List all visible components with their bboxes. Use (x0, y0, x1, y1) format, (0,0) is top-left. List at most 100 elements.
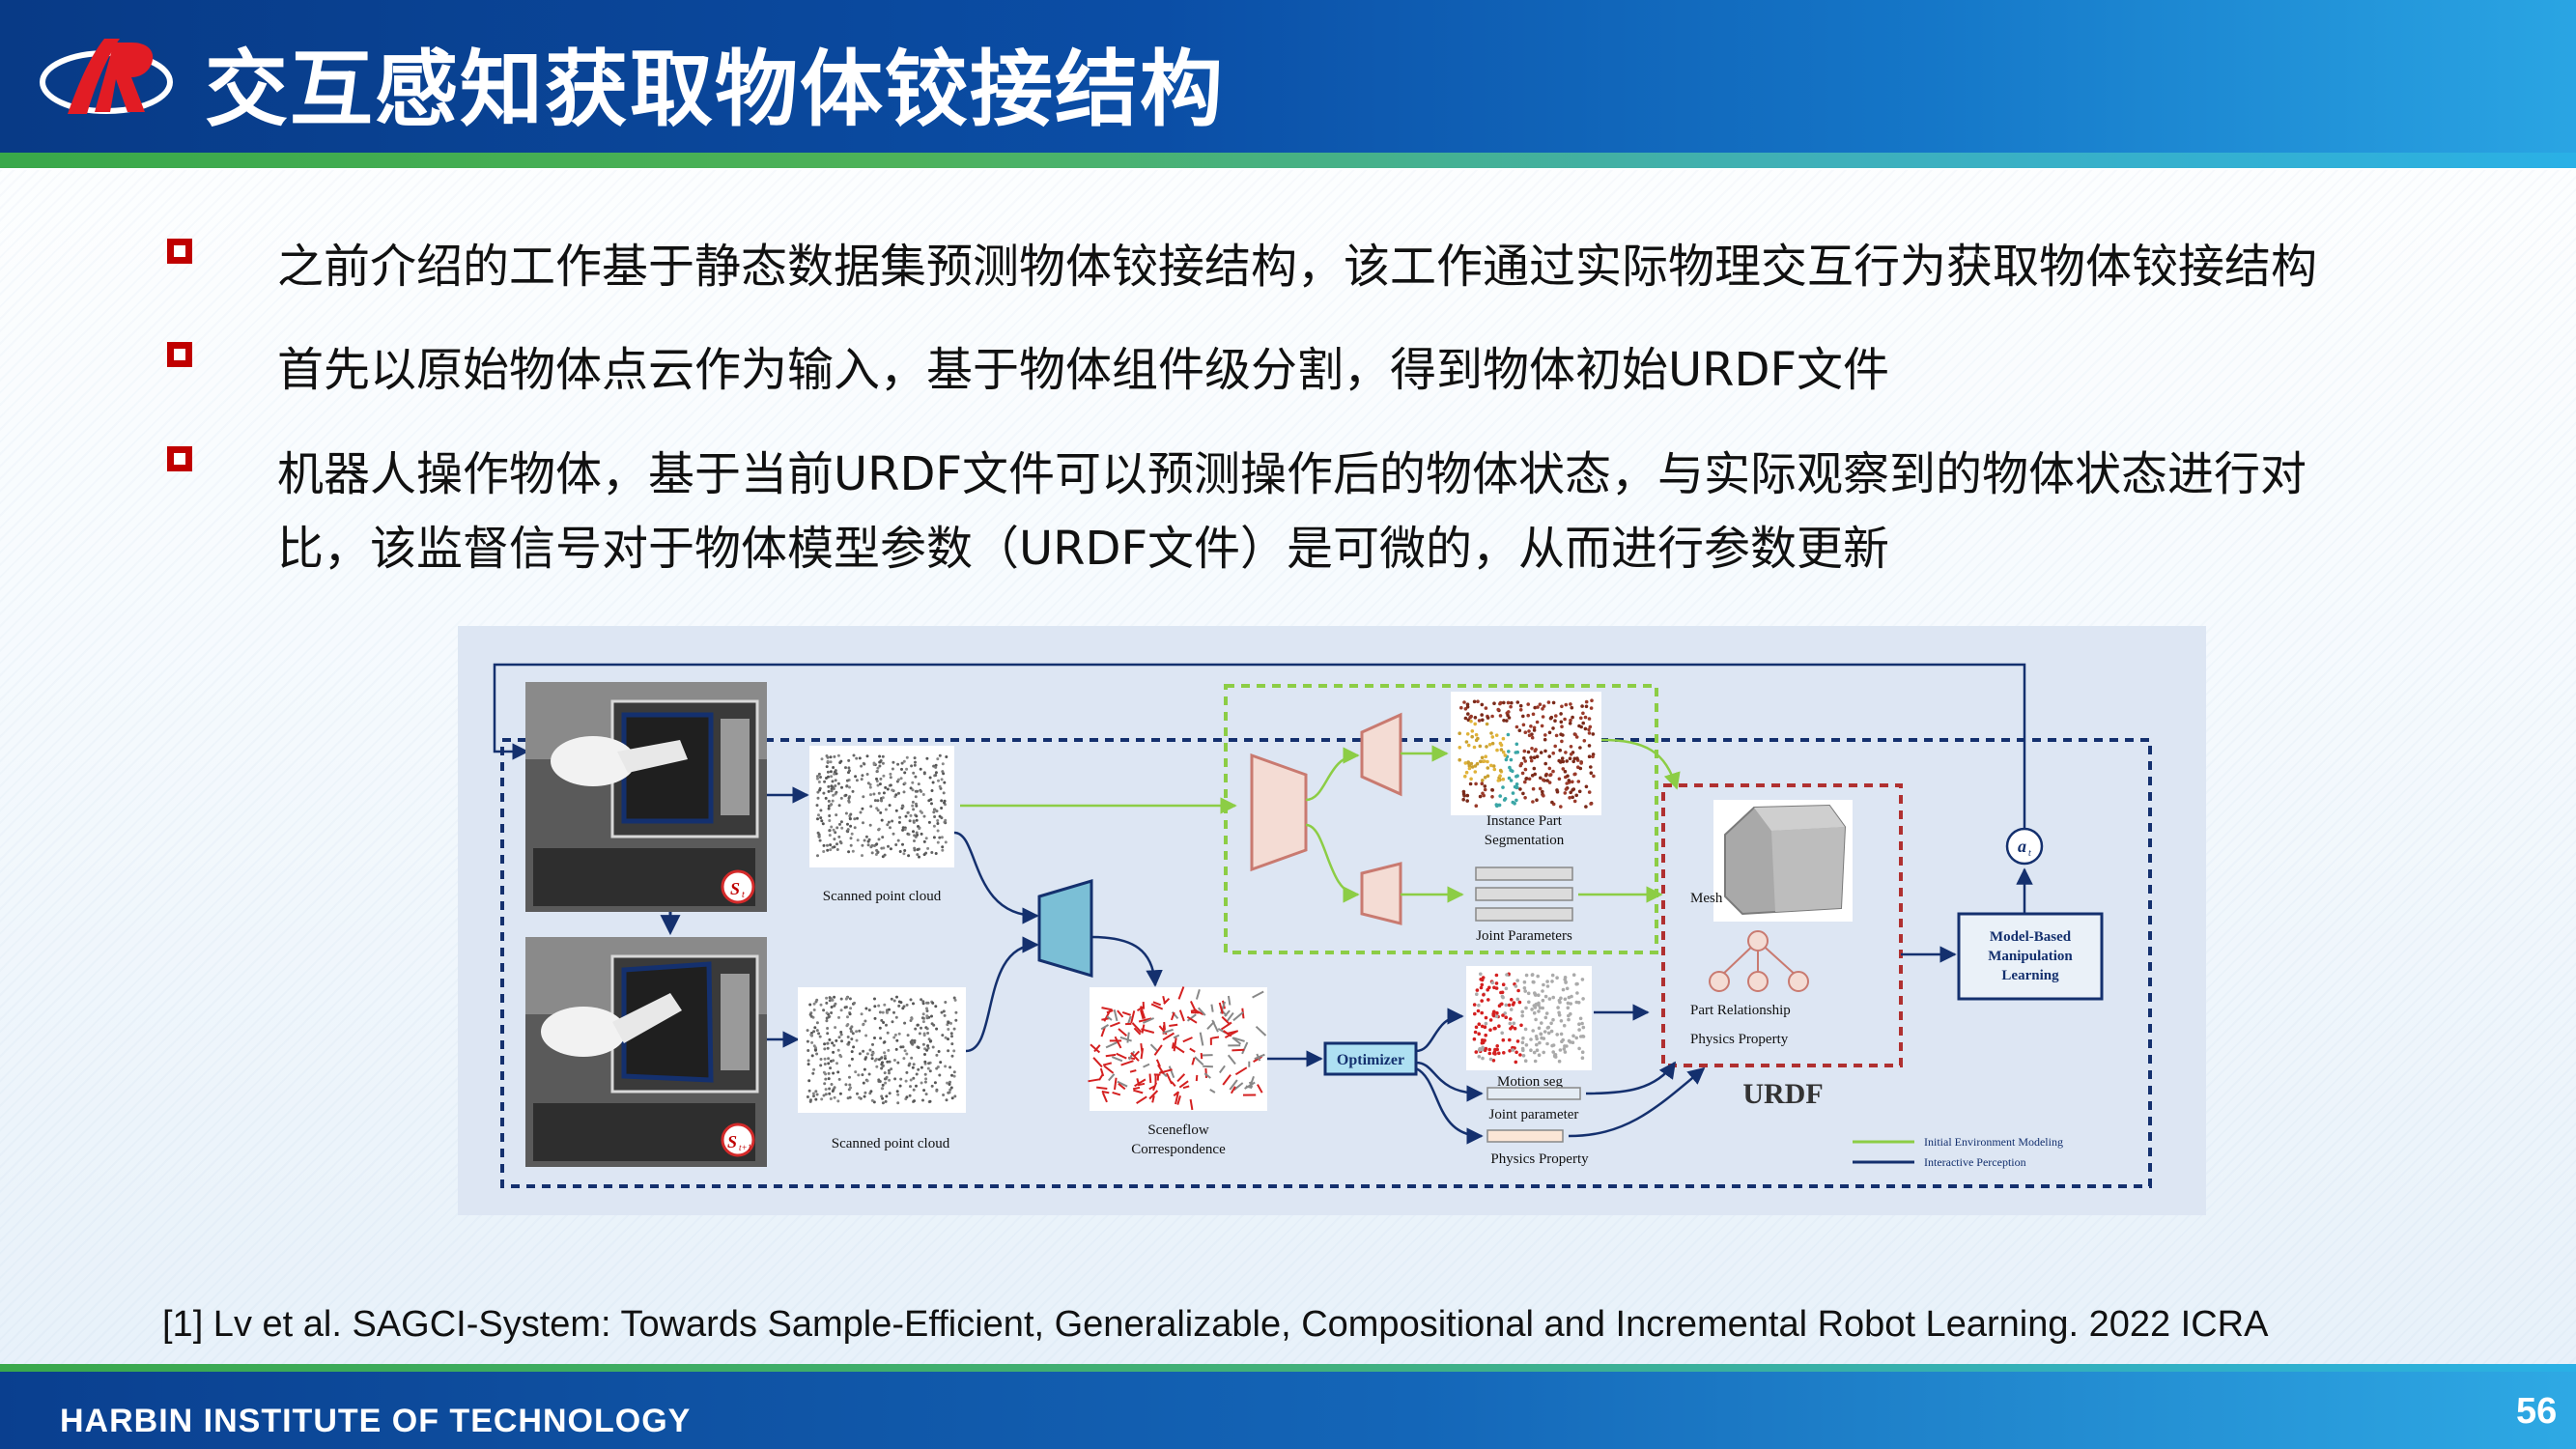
flow-vector (1234, 1066, 1248, 1076)
point (1480, 1038, 1485, 1042)
point (917, 782, 920, 786)
point (845, 784, 849, 788)
point (1571, 787, 1576, 791)
point (1517, 728, 1522, 732)
point (823, 1063, 827, 1065)
point (1515, 700, 1520, 704)
flow-vector (1165, 1072, 1174, 1085)
point (889, 826, 892, 830)
point (927, 1062, 931, 1065)
flow-vector (1232, 1037, 1245, 1042)
point (1480, 713, 1484, 717)
point (892, 1036, 896, 1039)
point (907, 854, 911, 858)
point (1580, 978, 1585, 981)
point (1509, 757, 1514, 762)
point (810, 1040, 814, 1044)
point (1478, 744, 1483, 749)
point (922, 772, 926, 776)
flow-vector (1218, 1065, 1226, 1074)
point (1540, 1036, 1543, 1040)
point (1473, 716, 1478, 720)
flow-vector (1229, 1079, 1238, 1091)
flow-vector (1211, 1019, 1219, 1033)
point (853, 817, 857, 821)
point (1472, 1037, 1477, 1041)
point (1574, 1036, 1578, 1040)
point (1551, 1050, 1555, 1054)
flow-vector (1182, 1085, 1190, 1090)
point (844, 811, 848, 815)
point (844, 1083, 848, 1087)
flow-vector (1221, 1015, 1231, 1026)
point (935, 1053, 939, 1057)
point (837, 804, 841, 808)
point (1562, 1023, 1567, 1028)
point (1584, 704, 1589, 709)
point (1517, 1000, 1522, 1005)
point (830, 784, 834, 788)
point (880, 1063, 884, 1066)
point (925, 1014, 929, 1018)
point (1501, 982, 1506, 986)
point (1581, 711, 1585, 716)
point (1461, 789, 1466, 794)
point (872, 761, 876, 765)
point (809, 1033, 813, 1037)
point (833, 1095, 836, 1099)
flow-vector (1255, 1025, 1267, 1037)
point (1487, 985, 1491, 990)
point (1563, 1050, 1568, 1054)
flow-vector (1227, 1054, 1236, 1065)
point (923, 1060, 927, 1064)
point (934, 852, 938, 855)
joint-parameter-bar (1486, 1087, 1581, 1100)
point (900, 767, 903, 771)
point (905, 1095, 909, 1099)
point (907, 833, 911, 837)
point (888, 1092, 892, 1095)
point (839, 1031, 843, 1034)
flow-vector (1226, 1011, 1234, 1022)
point (822, 850, 826, 853)
point (835, 1038, 838, 1042)
point (1576, 780, 1581, 783)
point (1537, 1053, 1542, 1057)
point (849, 1086, 852, 1090)
point (824, 1088, 828, 1092)
point (886, 1031, 890, 1035)
point (1518, 787, 1522, 791)
point (902, 1005, 906, 1009)
point (1551, 700, 1556, 705)
point (808, 1012, 812, 1016)
point (1501, 777, 1506, 781)
instance-seg-points (1458, 698, 1596, 809)
flow-vector (1128, 1050, 1136, 1061)
point (838, 1092, 842, 1095)
point (1535, 1037, 1539, 1041)
point (1527, 729, 1531, 733)
point (1515, 979, 1519, 982)
point (849, 824, 853, 828)
point (921, 1042, 925, 1046)
point (812, 1009, 816, 1011)
point (1523, 796, 1527, 800)
point (901, 828, 905, 832)
point (858, 756, 862, 760)
flow-vector (1112, 1091, 1121, 1096)
point (1493, 1047, 1497, 1052)
point (832, 1050, 835, 1054)
point (1483, 776, 1487, 780)
point (852, 1045, 856, 1049)
point (1500, 990, 1505, 995)
point (1589, 706, 1594, 710)
point (888, 1071, 891, 1075)
point (949, 1032, 953, 1036)
point (1577, 1046, 1581, 1051)
flow-vector (1103, 1009, 1111, 1022)
point (1578, 746, 1582, 750)
point (905, 1070, 909, 1074)
point (1497, 803, 1502, 808)
point (929, 798, 933, 802)
point (1571, 715, 1574, 720)
